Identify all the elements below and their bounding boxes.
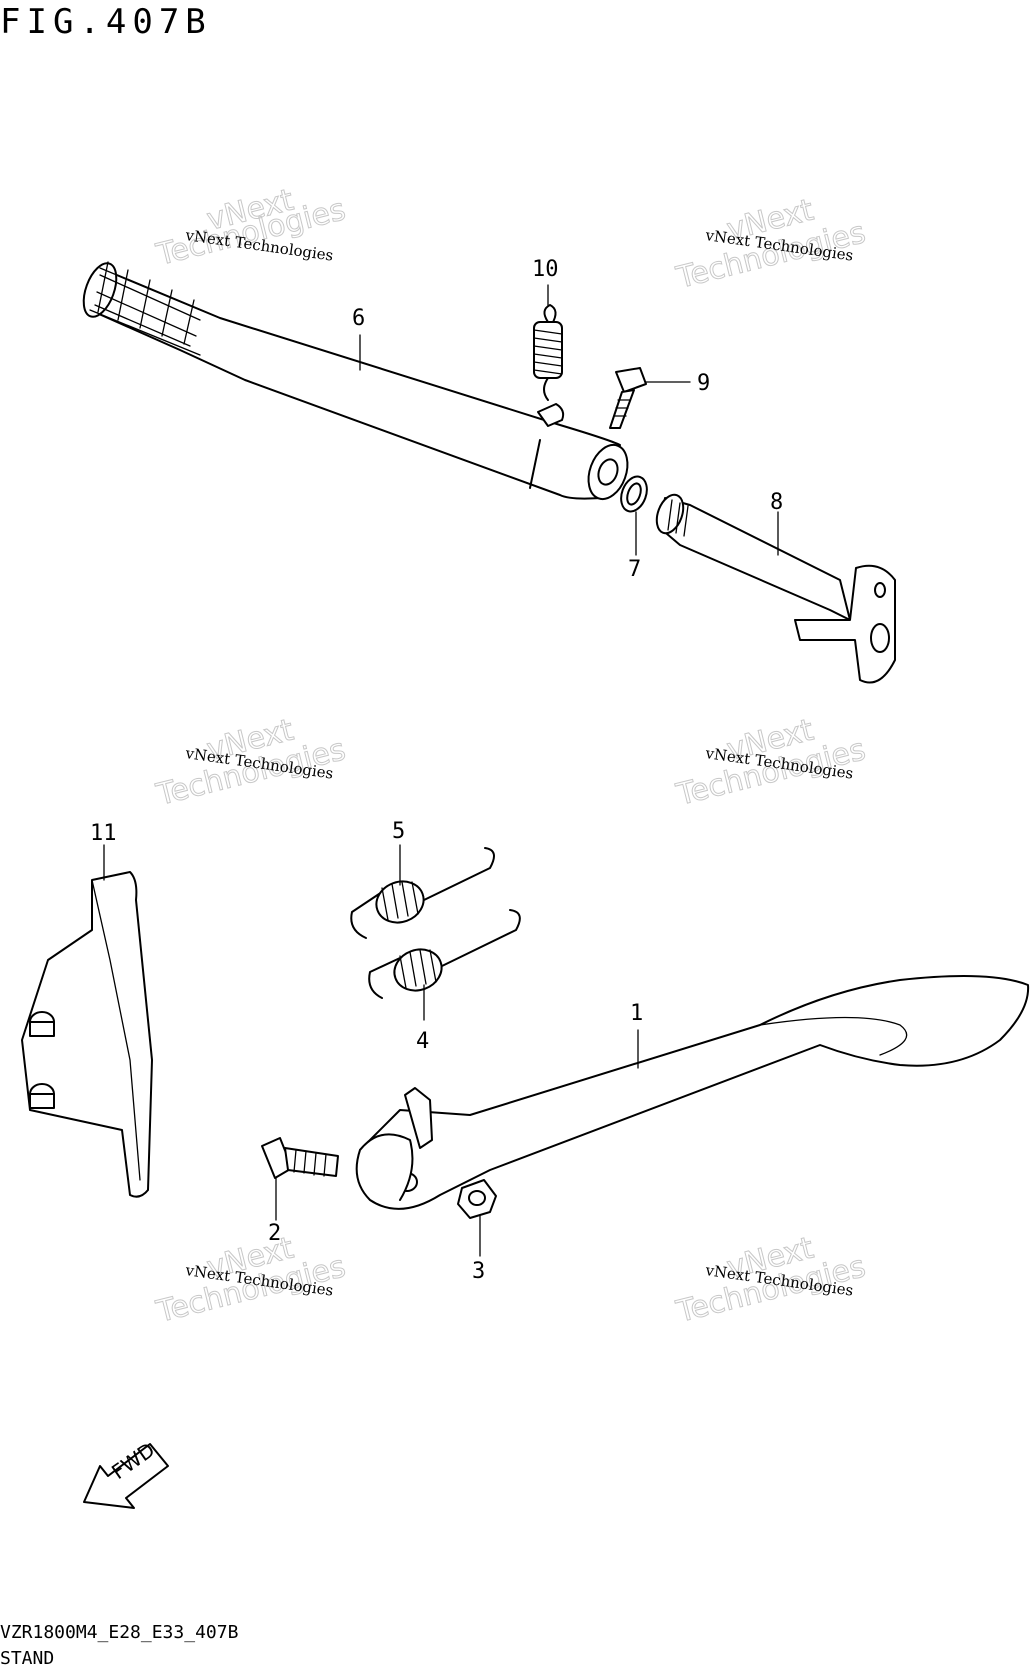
footer-code: VZR1800M4_E28_E33_407B [0, 1622, 239, 1643]
part-7-washer [620, 475, 648, 513]
callout-7: 7 [628, 557, 641, 582]
callout-4: 4 [416, 1029, 429, 1054]
callout-5: 5 [392, 819, 405, 844]
part-1-side-stand [355, 975, 1030, 1210]
watermark-top-left: Technologies vNext vNext Technologies [152, 182, 349, 273]
callout-8: 8 [770, 490, 783, 515]
leader-lines [103, 284, 779, 1257]
callout-10: 10 [532, 257, 559, 282]
watermark-mid-left: Technologies vNext vNext Technologies [152, 712, 349, 813]
part-3-nut [457, 1179, 497, 1219]
watermark-bottom-left: Technologies vNext vNext Technologies [152, 1230, 349, 1330]
part-6-stand-bar [82, 261, 629, 501]
part-4-spring [368, 909, 521, 999]
callout-9: 9 [697, 371, 710, 396]
callout-2: 2 [268, 1221, 281, 1246]
watermark-top-right: Technologies vNext vNext Technologies [672, 192, 869, 296]
part-11-bracket [21, 871, 153, 1198]
callout-11: 11 [90, 821, 117, 846]
part-2-pivot-bolt [261, 1137, 339, 1179]
part-8-shaft [655, 493, 896, 684]
callout-1: 1 [630, 1001, 643, 1026]
watermark-bottom-right: Technologies vNext vNext Technologies [672, 1230, 869, 1330]
figure-title: FIG.407B [0, 2, 212, 42]
footer-name: STAND [0, 1648, 55, 1669]
part-5-spring [350, 847, 495, 939]
part-9-bolt [609, 367, 647, 429]
watermark-mid-right: Technologies vNext vNext Technologies [672, 712, 869, 813]
callout-6: 6 [352, 306, 365, 331]
fwd-arrow-icon: FWD [83, 1438, 169, 1509]
part-10-spring [533, 304, 563, 401]
callout-3: 3 [472, 1259, 485, 1284]
